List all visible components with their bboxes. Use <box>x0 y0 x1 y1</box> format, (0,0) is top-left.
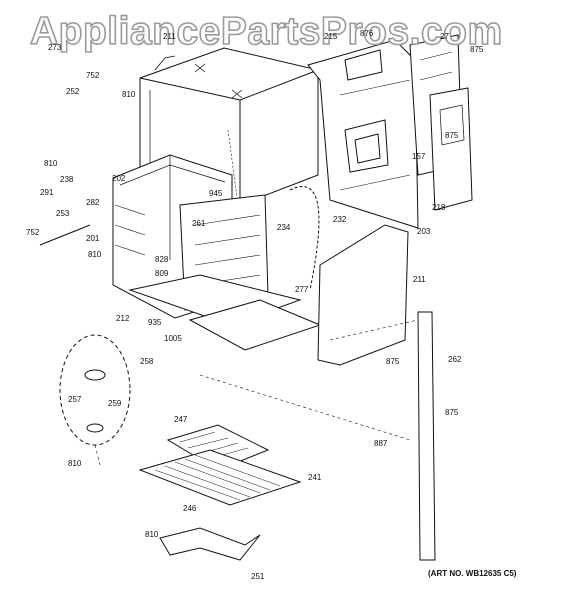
part-label: 252 <box>66 87 80 96</box>
part-label: 215 <box>324 32 338 41</box>
part-label: 876 <box>360 29 374 38</box>
part-label: 202 <box>112 174 126 183</box>
part-label: 247 <box>174 415 188 424</box>
part-label: 875 <box>445 408 459 417</box>
part-label: 211 <box>163 32 176 41</box>
part-label: 875 <box>445 131 459 140</box>
detail-circle <box>59 334 131 446</box>
side-bracket <box>409 34 473 211</box>
part-label: 257 <box>68 395 82 404</box>
part-label: 282 <box>86 198 100 207</box>
watermark: AppliancePartsPros.com <box>29 9 503 54</box>
part-label: 218 <box>432 203 446 212</box>
part-label: 810 <box>122 90 136 99</box>
part-label: 810 <box>145 530 159 539</box>
bake-element <box>159 527 261 561</box>
part-label: 234 <box>277 223 291 232</box>
part-label: 1005 <box>164 334 182 343</box>
part-label: 810 <box>68 459 82 468</box>
part-label: 203 <box>417 227 431 236</box>
part-label: 212 <box>116 314 130 323</box>
part-label: 945 <box>209 189 223 198</box>
door-frame <box>317 224 409 366</box>
part-label: 157 <box>412 152 426 161</box>
part-label: 262 <box>448 355 462 364</box>
part-label: 828 <box>155 255 169 264</box>
part-label: 211 <box>413 275 426 284</box>
part-label: 935 <box>148 318 162 327</box>
trim-strip <box>417 311 436 561</box>
oven-liner <box>112 154 322 351</box>
part-label: 809 <box>155 269 169 278</box>
art-number: (ART NO. WB12635 C5) <box>428 569 517 578</box>
part-label: 875 <box>386 357 400 366</box>
part-label: 875 <box>470 45 484 54</box>
part-label: 261 <box>192 219 206 228</box>
light-socket <box>84 369 106 381</box>
part-label: 238 <box>60 175 74 184</box>
part-label: 277 <box>295 285 309 294</box>
part-label: 241 <box>308 473 322 482</box>
part-label: 752 <box>86 71 100 80</box>
broil-element <box>39 224 91 246</box>
part-label: 27 <box>440 32 449 41</box>
part-label: 273 <box>48 43 62 52</box>
part-label: 887 <box>374 439 388 448</box>
part-label: 810 <box>88 250 102 259</box>
part-label: 251 <box>251 572 265 581</box>
leader-lines <box>94 319 419 466</box>
part-label: 291 <box>40 188 54 197</box>
part-label: 246 <box>183 504 197 513</box>
light-lens <box>86 423 104 433</box>
oven-rack <box>138 449 302 506</box>
rear-panel <box>307 39 419 229</box>
part-label: 253 <box>56 209 70 218</box>
part-label: 201 <box>86 234 100 243</box>
part-label: 810 <box>44 159 58 168</box>
part-label: 752 <box>26 228 40 237</box>
part-label: 259 <box>108 399 122 408</box>
part-label: 232 <box>333 215 347 224</box>
insulation <box>289 186 320 291</box>
part-label: 258 <box>140 357 154 366</box>
